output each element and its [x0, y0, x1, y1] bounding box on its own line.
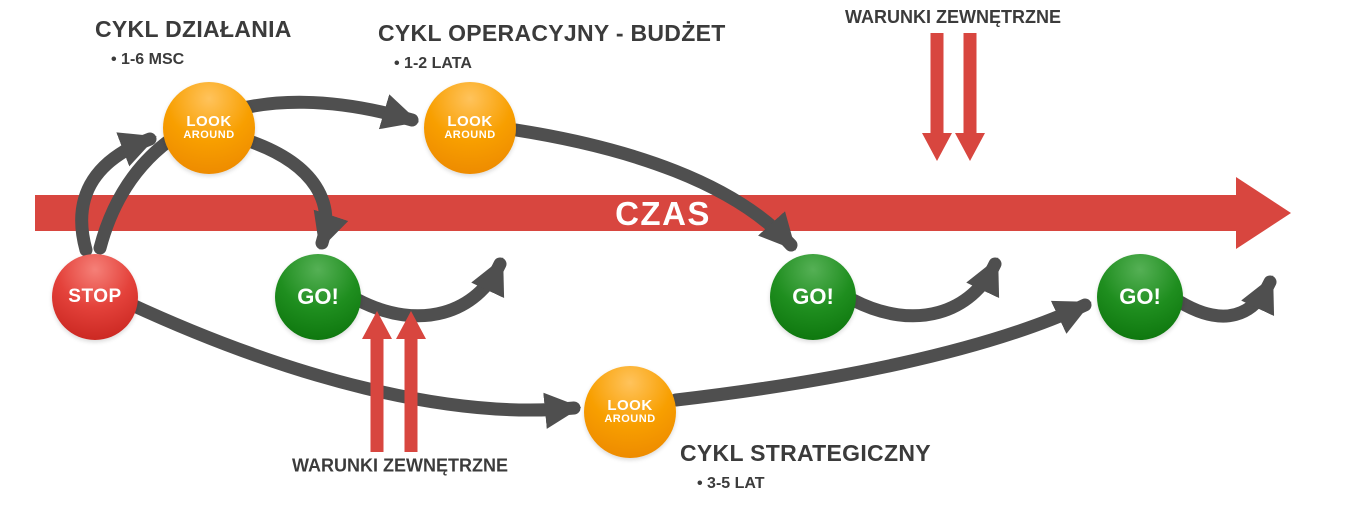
node-stop-label: STOP — [68, 286, 122, 308]
node-look-around-2: LOOK AROUND — [424, 82, 516, 174]
node-go-3-label: GO! — [1119, 284, 1161, 310]
warunki-zewnetrzne-bottom-label: WARUNKI ZEWNĘTRZNE — [292, 455, 508, 476]
node-look-around-1: LOOK AROUND — [163, 82, 255, 174]
node-look-around-3: LOOK AROUND — [584, 366, 676, 458]
arrow-stop-to-look1-icon — [75, 132, 157, 257]
node-look-around-3-line2: AROUND — [604, 413, 656, 426]
timeline-czas-label: CZAS — [615, 195, 711, 232]
node-look-around-1-line2: AROUND — [183, 129, 235, 142]
node-stop: STOP — [52, 254, 138, 340]
arrow-look2-to-go2-icon — [509, 123, 798, 252]
external-conditions-up-arrow-2-icon — [396, 311, 426, 452]
external-conditions-down-arrow-2-icon — [955, 33, 985, 161]
timeline-arrow — [35, 177, 1291, 249]
node-look-around-2-line1: LOOK — [447, 113, 493, 131]
node-look-around-2-line2: AROUND — [444, 129, 496, 142]
arrow-look3-to-go3-icon — [669, 298, 1092, 407]
node-look-around-1-line1: LOOK — [186, 113, 232, 131]
warunki-zewnetrzne-top-label: WARUNKI ZEWNĘTRZNE — [845, 7, 1061, 27]
arrow-go3-onward-icon — [1173, 275, 1277, 323]
node-go-1-label: GO! — [297, 284, 339, 310]
node-look-around-3-line1: LOOK — [607, 397, 653, 415]
cykl-operacyjny-duration: • 1-2 LATA — [394, 55, 472, 72]
external-conditions-down-arrow-1-icon — [922, 33, 952, 161]
arrow-look1-to-go1-icon — [245, 135, 349, 250]
cykl-strategiczny-title: CYKL STRATEGICZNY — [680, 440, 931, 466]
arrow-go2-onward-icon — [846, 257, 1002, 323]
node-go-3: GO! — [1097, 254, 1183, 340]
external-conditions-up-arrow-1-icon — [362, 311, 392, 452]
cykl-dzialania-duration: • 1-6 MSC — [111, 51, 185, 68]
arrow-go1-onward-icon — [351, 257, 507, 323]
node-go-1: GO! — [275, 254, 361, 340]
node-go-2: GO! — [770, 254, 856, 340]
cykl-operacyjny-title: CYKL OPERACYJNY - BUDŻET — [378, 20, 726, 46]
arrow-stop-to-look3-icon — [121, 296, 582, 429]
cykl-dzialania-title: CYKL DZIAŁANIA — [95, 16, 292, 42]
cykl-strategiczny-duration: • 3-5 LAT — [697, 475, 765, 492]
node-go-2-label: GO! — [792, 284, 834, 310]
